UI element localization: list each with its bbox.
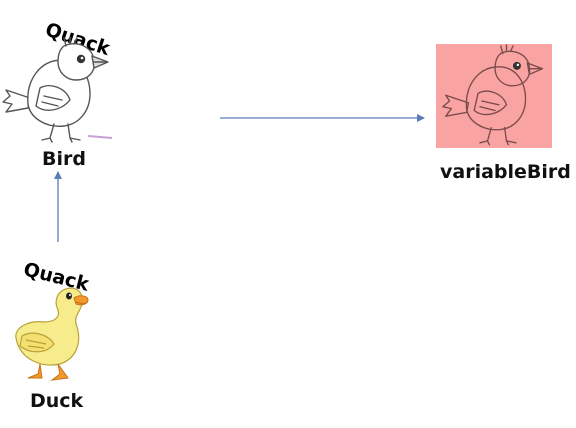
variablebird-label: variableBird [440,161,571,183]
duck-cartoon-icon [15,287,89,381]
highlight-background [436,44,552,148]
bird-label: Bird [42,148,86,170]
highlighted-bird-sketch-icon [436,44,552,148]
duck-label: Duck [30,390,84,412]
bird-sketch-icon [2,36,113,143]
